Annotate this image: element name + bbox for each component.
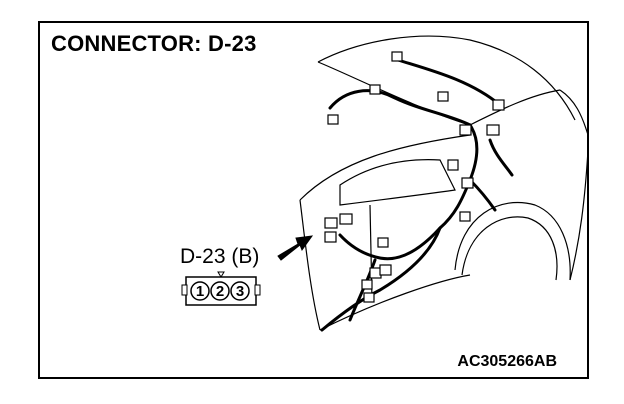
roof-line [317, 35, 576, 121]
lower-body [319, 274, 471, 331]
diagram-frame: CONNECTOR: D-23 AC305266AB D-23 (B) [38, 21, 589, 379]
side-upper [299, 134, 471, 201]
pin-2-label: 2 [216, 283, 224, 300]
pointer-arrow [277, 235, 314, 261]
front-edge [299, 199, 321, 331]
connector-label: D-23 (B) [180, 245, 260, 268]
pin-3 [230, 281, 250, 301]
connector-title: CONNECTOR: D-23 [51, 31, 257, 56]
trunk-line [559, 89, 589, 136]
rear-bumper [569, 149, 589, 281]
connector-face: 1 2 3 [181, 271, 261, 306]
pin-3-label: 3 [236, 283, 244, 300]
figure-code: AC305266AB [457, 353, 557, 370]
side-window [339, 159, 456, 206]
pin-1 [190, 281, 210, 301]
wheel-arch [454, 201, 571, 281]
pin-2 [210, 281, 230, 301]
pillar-line [469, 89, 561, 126]
pin-1-label: 1 [196, 283, 204, 300]
wheel [461, 216, 558, 281]
harness-connectors [324, 51, 505, 303]
